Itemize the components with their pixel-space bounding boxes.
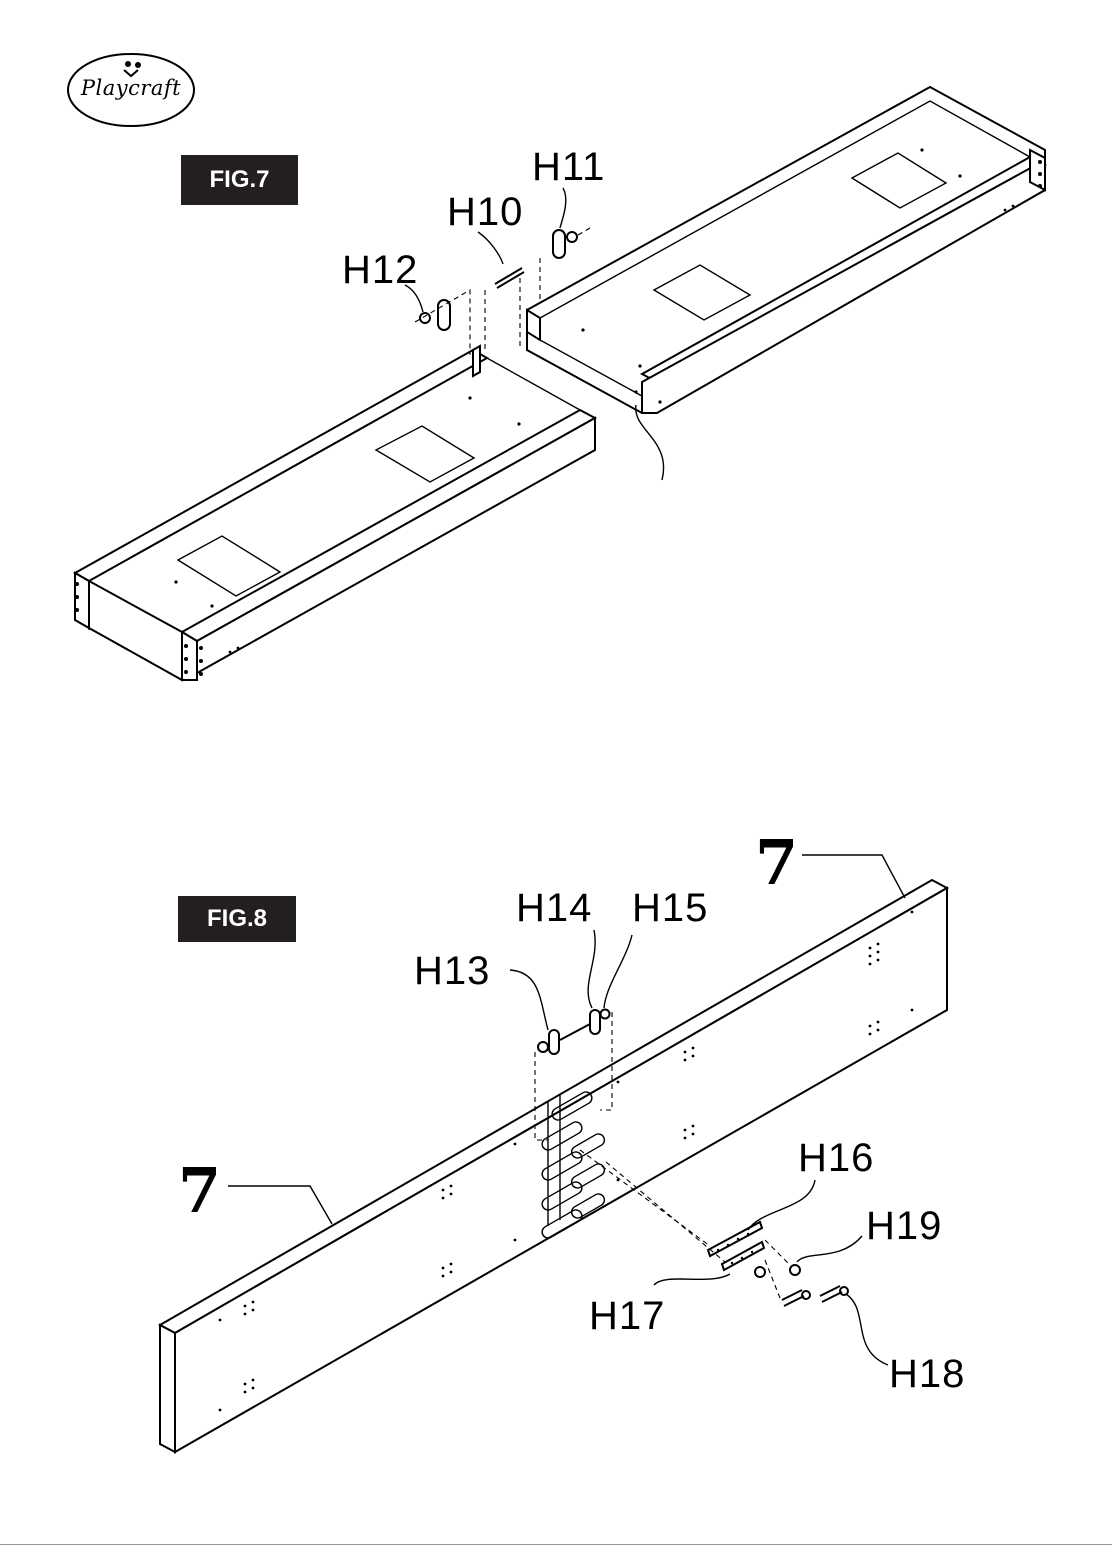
fig8-part-number-top: 7 [755,832,798,894]
h18-bolt-upper [820,1286,848,1302]
fig8-label-h15: H15 [632,888,708,928]
h19-washer-lower [755,1267,765,1277]
fig7-left-frame [75,346,595,680]
fig8-label-h16: H16 [798,1138,874,1178]
fig7-title-badge: FIG.7 [181,155,298,205]
h12-washer-plate [438,300,450,330]
h14-washer-plate [590,1010,600,1034]
fig7-label-h12: H12 [342,250,418,290]
fig8-label-h18: H18 [889,1354,965,1394]
fig8-label-h19: H19 [866,1206,942,1246]
fig7-label-h11: H11 [532,147,605,187]
fig8-part-number-left: 7 [178,1160,221,1222]
h13-washer-plate [549,1030,559,1054]
fig8-label-h14: H14 [516,888,592,928]
h11-nut [567,232,577,242]
page-bottom-rule [0,1544,1112,1545]
h13-bolt [560,1024,590,1040]
fig8-title-badge: FIG.8 [178,896,296,942]
h18-bolt-lower [782,1290,810,1306]
playcraft-logo: Playcraft [66,52,196,128]
h19-washer-upper [790,1265,800,1275]
h13-nut [538,1042,548,1052]
h15-nut [601,1010,610,1019]
logo-wordmark: Playcraft [66,76,196,100]
h12-nut [420,313,430,323]
fig8-label-h13: H13 [414,951,490,991]
fig8-label-h17: H17 [589,1296,665,1336]
h11-washer-plate [553,230,565,258]
fig7-label-h10: H10 [447,192,523,232]
